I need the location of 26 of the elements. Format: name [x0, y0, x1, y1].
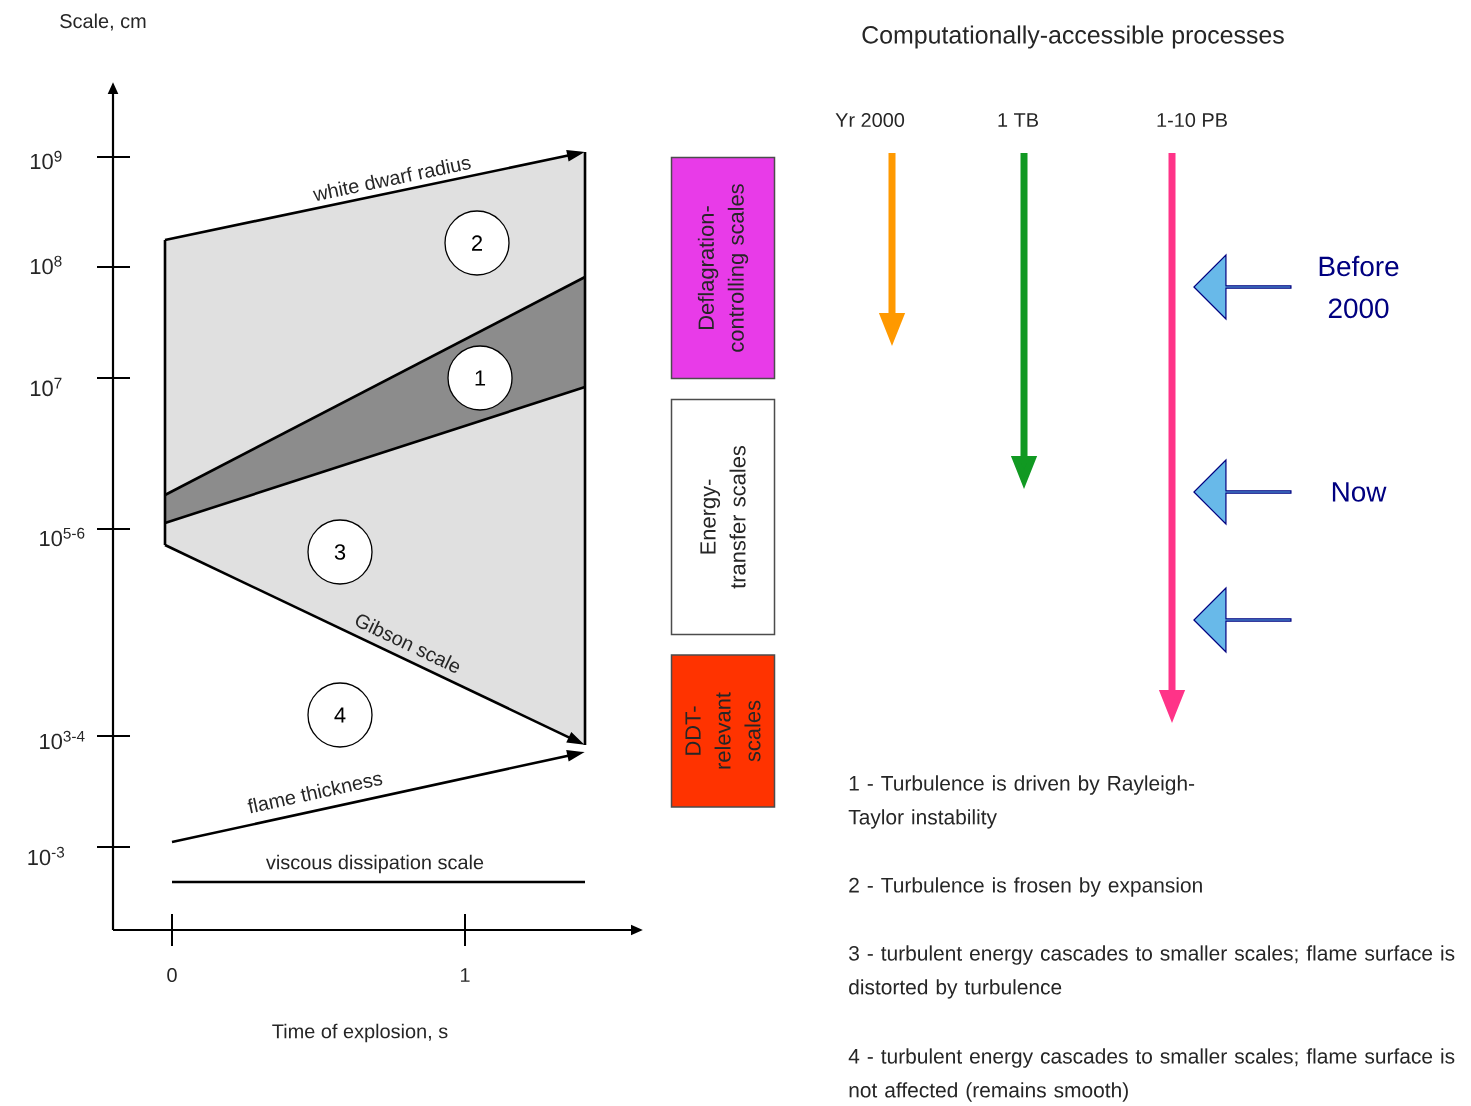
tick-label: 1	[461, 968, 470, 982]
scale-box: Energy-transfer scales	[670, 398, 776, 636]
tick-label: 10$^{5-6}$	[40, 527, 85, 547]
title: Computationally-accessible processes	[862, 25, 1284, 49]
column-label: 1-10 PB	[1157, 112, 1227, 128]
tick-label: 10$^{7}$	[30, 377, 62, 397]
line-label: flame thickness	[247, 774, 383, 814]
tick-label: 10$^{-3}$	[28, 846, 65, 866]
tick-label: 10$^{8}$	[30, 255, 62, 275]
note: 2 - Turbulence is frosen by expansion	[849, 877, 1202, 897]
arrow-label: Before 2000	[1319, 255, 1399, 319]
axis-label: Scale, cm	[60, 13, 146, 31]
scale-box: DDT- relevant scales	[670, 654, 776, 808]
tick-label: 0	[167, 967, 177, 983]
tick-label: 10$^{3-4}$	[40, 730, 85, 750]
column-label: 1 TB	[998, 113, 1038, 127]
arrow-label: Now	[1332, 482, 1387, 502]
line-label: viscous dissipation scale	[266, 854, 484, 874]
scale-box: Deflagration- controlling scales	[670, 156, 776, 380]
line-label: white dwarf radius	[312, 158, 471, 201]
note: 1 - Turbulence is driven by Rayleigh-Taylor instability	[848, 775, 1195, 829]
note: 3 - turbulent energy cascades to smaller scales; flame surface is distorted by turbulence	[849, 945, 1455, 999]
tick-label: 10$^{9}$	[30, 150, 62, 170]
note: 4 - turbulent energy cascades to smaller scales; flame surface is not affected (remains smooth)	[848, 1048, 1455, 1102]
axis-label: Time of explosion, s	[272, 1023, 448, 1043]
column-label: Yr 2000	[835, 112, 905, 128]
